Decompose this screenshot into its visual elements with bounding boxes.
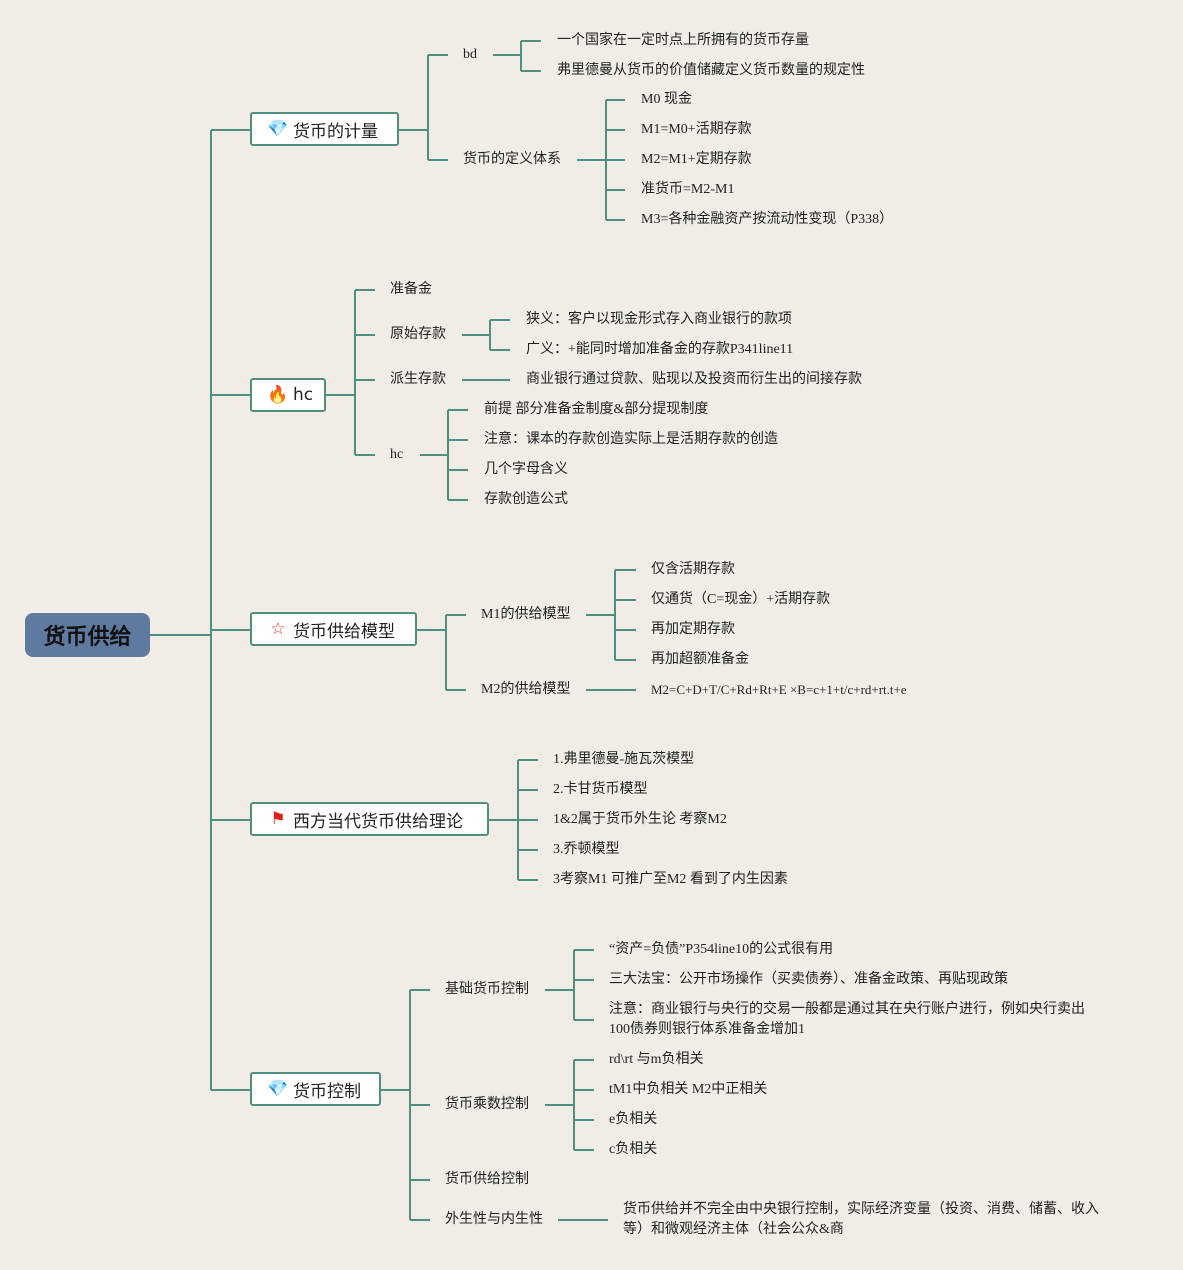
leaf[interactable]: e负相关 xyxy=(609,1112,658,1127)
leaf[interactable]: 1.弗里德曼-施瓦茨模型 xyxy=(553,752,695,767)
leaf[interactable]: 仅含活期存款 xyxy=(651,562,735,577)
node-supply-control[interactable]: 货币供给控制 xyxy=(445,1172,529,1187)
leaf[interactable]: 再加超额准备金 xyxy=(651,652,749,667)
node-original-deposit[interactable]: 原始存款 xyxy=(390,327,446,342)
leaf[interactable]: 三大法宝：公开市场操作（买卖债券）、准备金政策、再贴现政策 xyxy=(609,972,1008,987)
leaf[interactable]: 注意：课本的存款创造实际上是活期存款的创造 xyxy=(484,432,778,447)
diamond-icon: 💎 xyxy=(267,1079,289,1099)
topic-label: 货币的计量 xyxy=(293,121,378,142)
leaf[interactable]: rd\rt 与m负相关 xyxy=(609,1052,704,1067)
diamond-icon: 💎 xyxy=(267,119,289,139)
leaf[interactable]: 一个国家在一定时点上所拥有的货币存量 xyxy=(557,33,809,48)
node-reserve[interactable]: 准备金 xyxy=(390,282,432,297)
leaf[interactable]: M1=M0+活期存款 xyxy=(641,122,752,137)
node-multiplier-control[interactable]: 货币乘数控制 xyxy=(445,1097,529,1112)
fire-icon: 🔥 xyxy=(267,385,289,405)
topic-hc[interactable]: 🔥hc xyxy=(250,378,326,412)
leaf[interactable]: 弗里德曼从货币的价值储藏定义货币数量的规定性 xyxy=(557,63,865,78)
topic-western-theory[interactable]: ⚑ 西方当代货币供给理论 xyxy=(250,802,489,836)
star-icon: ☆ xyxy=(270,619,286,639)
leaf[interactable]: 存款创造公式 xyxy=(484,492,568,507)
leaf[interactable]: M2=C+D+T/C+Rd+Rt+E ×B=c+1+t/c+rd+rt.t+e xyxy=(651,682,907,697)
leaf[interactable]: 2.卡甘货币模型 xyxy=(553,782,648,797)
topic-money-control[interactable]: 💎货币控制 xyxy=(250,1072,381,1106)
leaf[interactable]: 注意：商业银行与央行的交易一般都是通过其在央行账户进行，例如央行卖出100债券则… xyxy=(609,1002,1085,1037)
topic-label: 西方当代货币供给理论 xyxy=(293,811,463,832)
node-base-money-control[interactable]: 基础货币控制 xyxy=(445,982,529,997)
leaf[interactable]: M3=各种金融资产按流动性变现（P338） xyxy=(641,212,894,227)
leaf[interactable]: 仅通货（C=现金）+活期存款 xyxy=(651,592,831,607)
node-hc[interactable]: hc xyxy=(390,447,404,462)
leaf[interactable]: 货币供给并不完全由中央银行控制，实际经济变量（投资、消费、储蓄、收入等）和微观经… xyxy=(623,1202,1099,1237)
flag-icon: ⚑ xyxy=(270,809,286,829)
node-bd[interactable]: bd xyxy=(463,47,477,62)
leaf[interactable]: 3考察M1 可推广至M2 看到了内生因素 xyxy=(553,872,788,887)
leaf[interactable]: 狭义：客户以现金形式存入商业银行的款项 xyxy=(526,312,792,327)
node-derived-deposit[interactable]: 派生存款 xyxy=(390,372,446,387)
leaf[interactable]: c负相关 xyxy=(609,1142,658,1157)
leaf[interactable]: M0 现金 xyxy=(641,92,692,107)
leaf[interactable]: M2=M1+定期存款 xyxy=(641,152,752,167)
leaf[interactable]: 1&2属于货币外生论 考察M2 xyxy=(553,812,727,827)
leaf[interactable]: 再加定期存款 xyxy=(651,622,735,637)
topic-money-measurement[interactable]: 💎货币的计量 xyxy=(250,112,399,146)
leaf[interactable]: 广义：+能同时增加准备金的存款P341line11 xyxy=(526,342,794,357)
node-m2-model[interactable]: M2的供给模型 xyxy=(481,682,571,697)
leaf[interactable]: 前提 部分准备金制度&部分提现制度 xyxy=(484,402,709,417)
leaf[interactable]: 3.乔顿模型 xyxy=(553,842,620,857)
node-m1-model[interactable]: M1的供给模型 xyxy=(481,607,571,622)
topic-label: 货币控制 xyxy=(293,1081,361,1102)
root-node[interactable]: 货币供给 xyxy=(25,613,150,657)
node-definition-system[interactable]: 货币的定义体系 xyxy=(463,152,561,167)
leaf[interactable]: tM1中负相关 M2中正相关 xyxy=(609,1082,768,1097)
topic-supply-model[interactable]: ☆ 货币供给模型 xyxy=(250,612,417,646)
leaf[interactable]: 准货币=M2-M1 xyxy=(641,182,735,197)
node-exo-endogeneity[interactable]: 外生性与内生性 xyxy=(445,1212,543,1227)
root-label: 货币供给 xyxy=(43,625,132,650)
leaf[interactable]: 几个字母含义 xyxy=(484,462,568,477)
leaf[interactable]: “资产=负债”P354line10的公式很有用 xyxy=(609,942,834,957)
topic-label: 货币供给模型 xyxy=(293,621,395,642)
topic-label: hc xyxy=(293,385,314,405)
leaf[interactable]: 商业银行通过贷款、贴现以及投资而衍生出的间接存款 xyxy=(526,372,862,387)
